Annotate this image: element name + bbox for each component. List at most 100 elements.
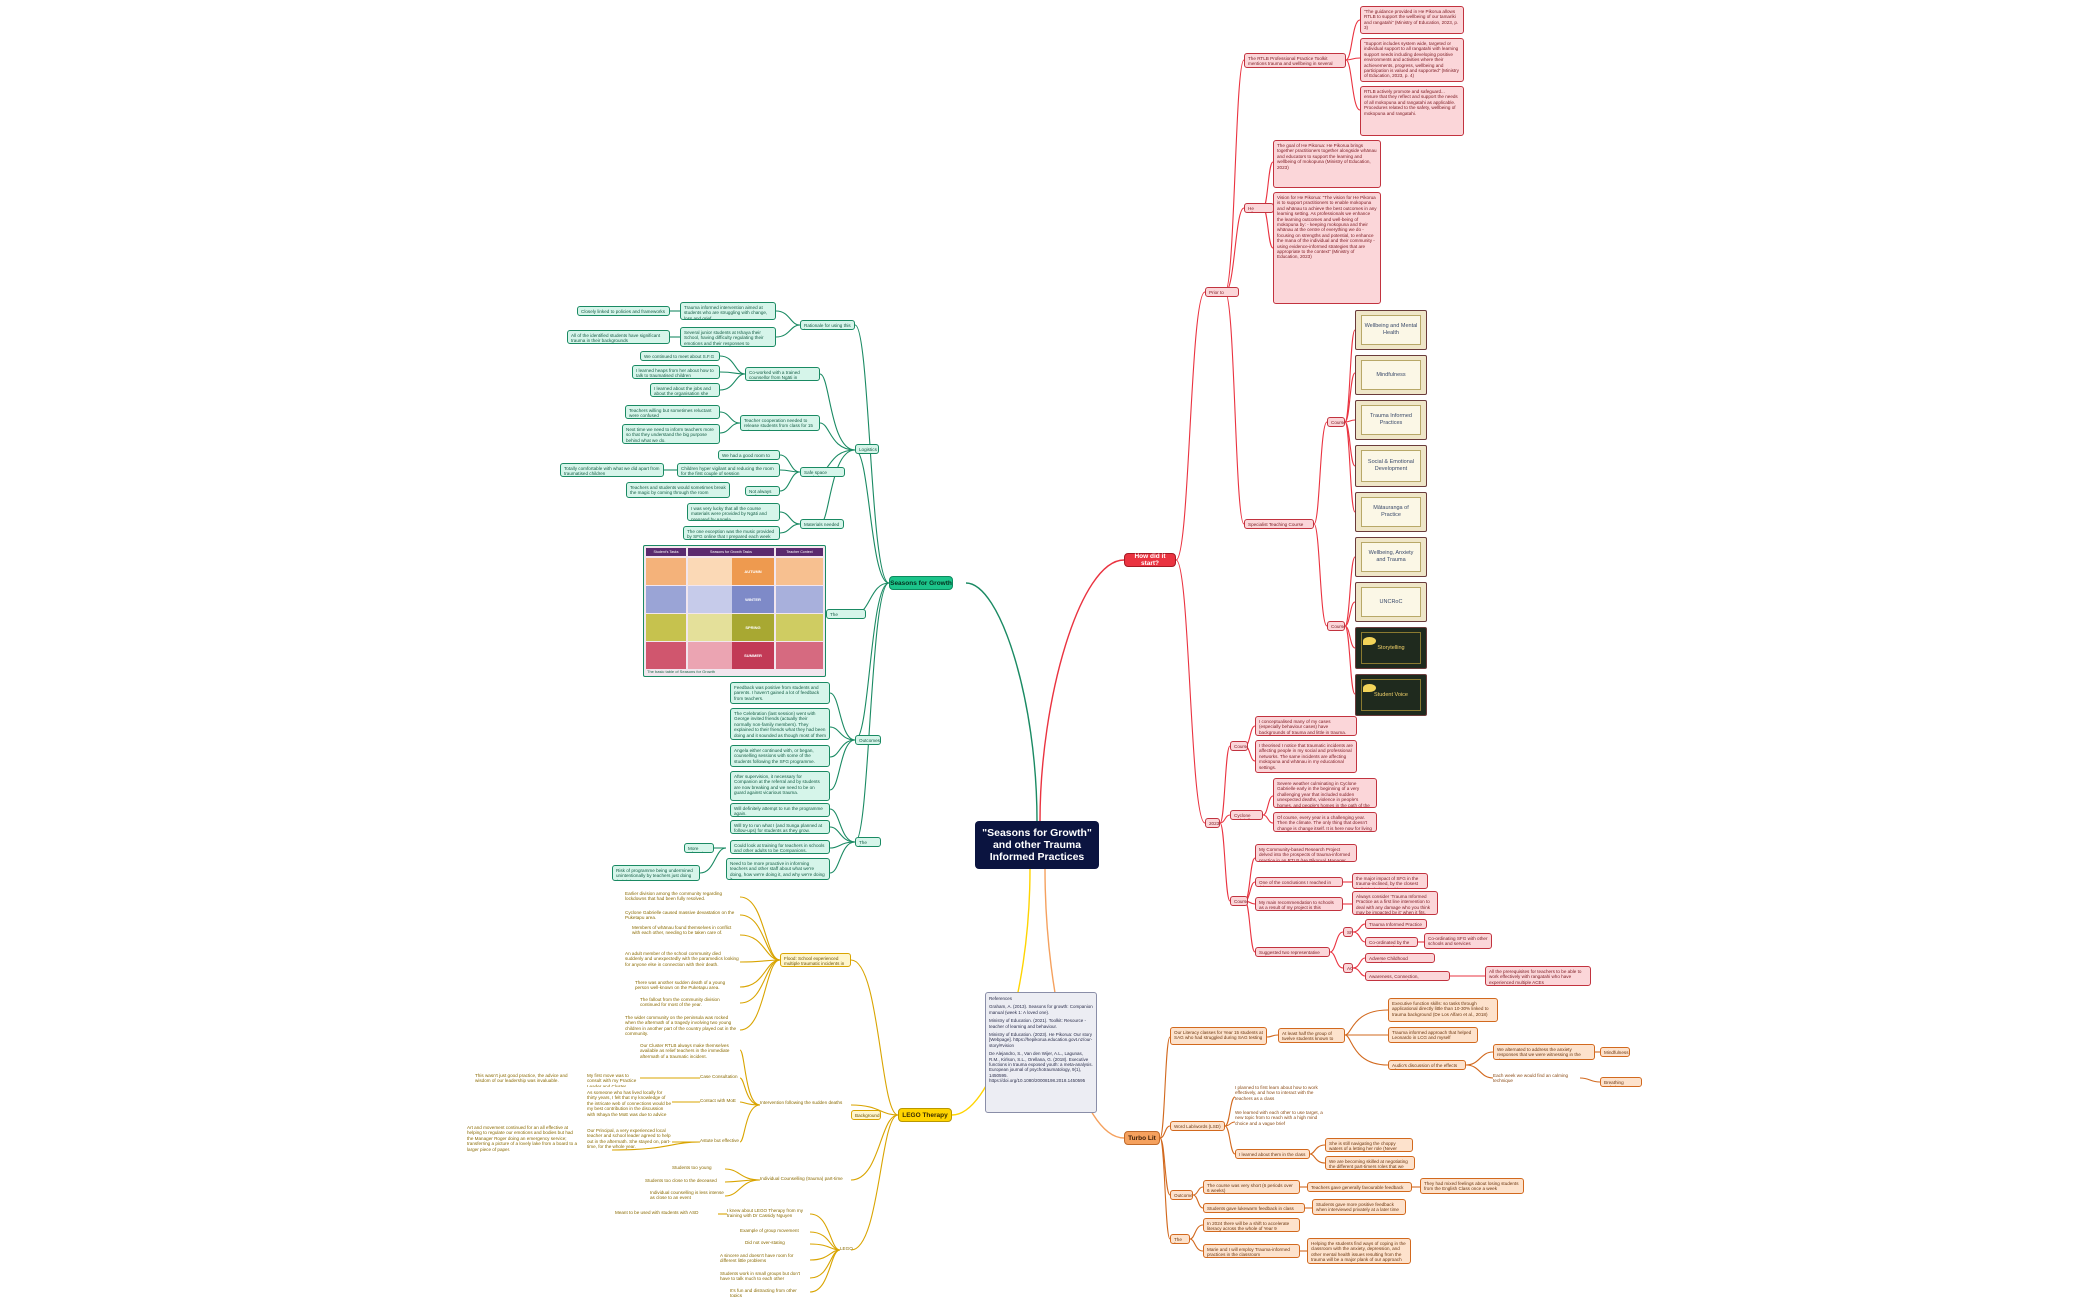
future-item[interactable]: Need to be more proactive in informing t… xyxy=(726,858,830,880)
future-subitem[interactable]: Risk of programme being undermined unint… xyxy=(612,865,700,881)
anxiety-item[interactable]: We alternated to address the anxiety res… xyxy=(1493,1044,1595,1060)
rtlb-quote[interactable]: RTLB actively promote and safeguard... e… xyxy=(1360,86,1464,136)
sfg-subitem[interactable]: Co-ordinating SFG with other schools and… xyxy=(1424,933,1492,949)
rationale-subitem[interactable]: Closely linked to policies and framework… xyxy=(577,306,670,316)
aces-item[interactable]: Adverse Childhood Experiences xyxy=(1365,953,1435,963)
logistics-subitem[interactable]: I was very lucky that all the course mat… xyxy=(687,503,780,521)
materials-node[interactable]: Materials needed xyxy=(800,519,844,529)
future-item[interactable]: Will definitely attempt to run the progr… xyxy=(730,803,830,817)
rationale-subitem[interactable]: All of the identified students have sign… xyxy=(567,330,670,344)
course-1-2023-node[interactable]: Course 1 xyxy=(1230,741,1248,751)
logistics-subitem[interactable]: I learned about the jobs and about the o… xyxy=(650,383,720,397)
he-pikorua-goal[interactable]: The goal of He Pikorua: He Pikorua bring… xyxy=(1273,140,1381,188)
literacy-subitem[interactable]: Executive function skills: so tasks thro… xyxy=(1388,998,1498,1022)
case-consultation-node[interactable]: Case Consultation xyxy=(700,1074,740,1082)
course-2-subitem[interactable]: Always consider ‘Trauma Informed Practic… xyxy=(1352,891,1438,915)
turbo-future-item[interactable]: In 2024 there will be a shift to acceler… xyxy=(1203,1218,1300,1232)
outcome-item[interactable]: Feedback was positive from students and … xyxy=(730,682,830,704)
sfg-item[interactable]: Co-ordinated by the Student and xyxy=(1365,937,1418,947)
rtlb-quote[interactable]: “The guidance provided in He Pikorua all… xyxy=(1360,6,1464,34)
turbo-outcome-subitem[interactable]: Students gave more positive feedback whe… xyxy=(1312,1199,1406,1215)
logistics-subitem[interactable]: I learned heaps from her about how to ta… xyxy=(632,365,720,379)
astute-effective-node[interactable]: Astute but effective xyxy=(700,1138,740,1146)
rtlb-toolkit-node[interactable]: The RTLB Professional Practice Toolkit m… xyxy=(1244,53,1346,68)
word-lab-item[interactable]: I learned about them in the class as LSD xyxy=(1235,1149,1310,1159)
turbo-future-subitem[interactable]: Helping the students find ways of coping… xyxy=(1307,1238,1411,1264)
literacy-subitem[interactable]: Trauma informed approach that helped Leo… xyxy=(1388,1027,1478,1043)
cyclone-item[interactable]: Of course, every year is a challenging y… xyxy=(1273,812,1377,832)
individual-counselling-node[interactable]: Individual Counselling (trauma) part-tim… xyxy=(760,1176,852,1184)
future-item[interactable]: Will try to run what I (and Sunga planne… xyxy=(730,820,830,834)
logistics-subitem[interactable]: We continued to meet about S.F.G togethe… xyxy=(640,351,720,361)
aces-node[interactable]: ACEs xyxy=(1343,963,1353,973)
word-lab-subitem[interactable]: She is still navigating the choppy water… xyxy=(1325,1138,1413,1152)
course-1-item[interactable]: I theorised I notice that traumatic inci… xyxy=(1255,740,1357,773)
rationale-item[interactable]: Trauma informed intervention aimed at st… xyxy=(680,302,776,320)
logistics-subitem[interactable]: Teachers willing but sometimes reluctant… xyxy=(625,405,720,419)
logistics-subitem[interactable]: Children hyper vigilant and reducing the… xyxy=(677,463,780,477)
word-lab-node[interactable]: Word Lab/words (LSD) xyxy=(1170,1121,1225,1131)
breathing-item[interactable]: Breathing techniques xyxy=(1600,1077,1642,1087)
literacy-item[interactable]: At least half the group of twelve studen… xyxy=(1278,1028,1345,1043)
turbo-outcome-item[interactable]: Students gave lukewarm feedback in class xyxy=(1203,1203,1305,1213)
central-topic[interactable]: "Seasons for Growth" and other Trauma In… xyxy=(975,821,1099,869)
logistics-subitem[interactable]: We had a good room to use xyxy=(718,450,780,460)
aces-item[interactable]: Awareness, Connection, Empowerment, Safe… xyxy=(1365,971,1450,981)
specialist-course-node[interactable]: Specialist Teaching Course Year 1 xyxy=(1244,519,1314,529)
flood-node[interactable]: Flood: School experienced multiple traum… xyxy=(780,953,851,967)
mindfulness-item[interactable]: Mindfulness xyxy=(1600,1047,1630,1057)
contact-moe-node[interactable]: Contact with MoE xyxy=(700,1098,740,1106)
rtlb-quote[interactable]: “Support includes system wide, targeted … xyxy=(1360,38,1464,82)
programme-node[interactable]: The programme xyxy=(826,609,866,619)
sfg-item[interactable]: Trauma Informed Practice xyxy=(1365,919,1427,929)
lego-node[interactable]: LEGO xyxy=(840,1246,860,1254)
course-2-item[interactable]: My main recommendation to schools as a r… xyxy=(1255,897,1343,911)
course-2-item[interactable]: My Community-based Research Project delv… xyxy=(1255,844,1357,862)
rationale-item[interactable]: Several junior students at Ishaya their … xyxy=(680,327,776,347)
branch-turbo-lit[interactable]: Turbo Lit xyxy=(1124,1131,1160,1145)
branch-lego-therapy[interactable]: LEGO Therapy xyxy=(898,1108,952,1122)
logistics-subitem[interactable]: Next time we need to inform teachers mor… xyxy=(622,424,720,444)
turbo-future-node[interactable]: The future xyxy=(1170,1234,1190,1244)
future-subitem[interactable]: More education xyxy=(684,843,714,853)
word-lab-subitem[interactable]: We are becoming skilled at negotiating t… xyxy=(1325,1156,1415,1170)
logistics-subitem[interactable]: Not always ‘safe’ xyxy=(745,486,780,496)
course-1-node[interactable]: Course 1 xyxy=(1327,417,1345,427)
turbo-outcomes-node[interactable]: Outcomes xyxy=(1170,1190,1193,1200)
logistics-subitem[interactable]: The one exception was the music provided… xyxy=(683,526,780,540)
logistics-item[interactable]: Teacher cooperation needed to release st… xyxy=(740,415,820,431)
logistics-node[interactable]: Logistics xyxy=(855,444,879,454)
course-1-item[interactable]: I conceptualised many of my cases (espec… xyxy=(1255,716,1357,736)
suggested-scripts-node[interactable]: Suggested two representative scripts xyxy=(1255,947,1330,957)
course-2-2023-node[interactable]: Course 2 xyxy=(1230,896,1248,906)
course-2-subitem[interactable]: the major impact of SFG in the trauma-in… xyxy=(1352,873,1428,889)
aces-subitem[interactable]: All the prerequisites for teachers to be… xyxy=(1485,966,1591,986)
outcome-item[interactable]: The Celebration (last session) went with… xyxy=(730,708,830,740)
branch-seasons-for-growth[interactable]: Seasons for Growth xyxy=(889,576,953,590)
he-pikorua-vision[interactable]: Vision for He Pikorua: “The vision for H… xyxy=(1273,192,1381,304)
logistics-subitem[interactable]: Teachers and students would sometimes br… xyxy=(626,482,730,498)
intervention-node[interactable]: Intervention following the sudden deaths xyxy=(760,1100,850,1110)
future-node[interactable]: The future xyxy=(855,837,881,847)
future-item[interactable]: Could look at training for teachers in s… xyxy=(730,840,830,854)
turbo-outcome-subitem[interactable]: They had mixed feelings about losing stu… xyxy=(1420,1178,1524,1194)
sfg-node[interactable]: SFG xyxy=(1343,927,1353,937)
year-2023-node[interactable]: 2023 xyxy=(1205,818,1220,828)
safe-space-node[interactable]: Safe space needed xyxy=(800,467,845,477)
cyclone-item[interactable]: Severe weather culminating in Cyclone Ga… xyxy=(1273,778,1377,808)
literacy-subitem[interactable]: Audio's discussion of the effects of tra… xyxy=(1388,1060,1466,1070)
outcome-item[interactable]: Angela either continued with, or began, … xyxy=(730,745,830,767)
turbo-future-item[interactable]: Marie and I will employ Trauma-informed … xyxy=(1203,1244,1300,1258)
cyclone-node[interactable]: Cyclone Gabrielle xyxy=(1230,810,1263,820)
outcomes-node[interactable]: Outcomes xyxy=(855,735,881,745)
course-2-item[interactable]: One of the conclusions I reached in this xyxy=(1255,877,1343,887)
turbo-outcome-item[interactable]: Teachers gave generally favourable feedb… xyxy=(1307,1182,1412,1192)
turbo-outcome-item[interactable]: The course was very short (6 periods ove… xyxy=(1203,1180,1300,1194)
logistics-subitem[interactable]: Totally comfortable with what we did apa… xyxy=(560,463,664,477)
prior-2023-node[interactable]: Prior to 2023 xyxy=(1205,287,1239,297)
he-pikorua-node[interactable]: He Pikorua xyxy=(1244,203,1274,213)
branch-how-did-it-start[interactable]: How did it start? xyxy=(1124,553,1176,567)
background-node[interactable]: Background xyxy=(851,1110,881,1120)
course-2-node[interactable]: Course 2 xyxy=(1327,621,1345,631)
outcome-item[interactable]: After supervision, it necessary for Comp… xyxy=(730,771,830,801)
